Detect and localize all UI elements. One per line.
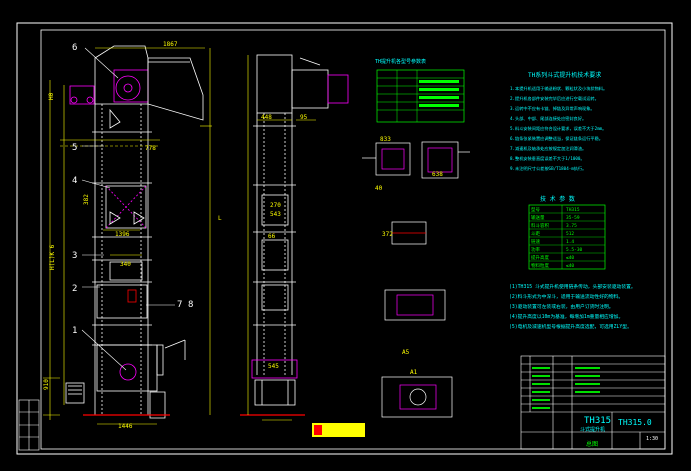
dim-66: 66 xyxy=(268,233,276,240)
logo-mark xyxy=(314,425,322,435)
dim-40: 40 xyxy=(375,185,383,192)
spec-r5-v: 5.5-30 xyxy=(566,247,583,253)
remark-2: (2)料斗形式为中深斗，适用于输送流动性好的物料。 xyxy=(509,293,623,300)
callout-7: 7 xyxy=(177,300,182,310)
dim-543: 543 xyxy=(270,211,281,218)
side-elevation xyxy=(240,54,349,416)
spec-r7-v: ≤40 xyxy=(566,263,574,269)
section-views xyxy=(362,141,470,418)
callout-8: 8 xyxy=(188,300,193,310)
spec-r6-v: ≤40 xyxy=(566,255,574,261)
dim-top-width: 1867 xyxy=(163,41,178,48)
note-5: 5.料斗安装间距应符合设计要求，误差不大于2mm。 xyxy=(510,125,606,132)
dim-382: 382 xyxy=(83,194,90,205)
drawing-number: TH315 xyxy=(584,416,611,426)
note-9: 9.未注明尺寸公差按GB/T1804-m执行。 xyxy=(510,165,586,172)
note-7: 7.减速机及轴承处应按规定加注润滑油。 xyxy=(510,145,586,152)
dim-95: 95 xyxy=(300,114,308,121)
param-table: TH提升机各型号参数表 xyxy=(375,58,465,123)
spec-title: 技 术 参 数 xyxy=(540,195,575,203)
note-6: 6.链条张紧装置应调整适当，保证链条运行平稳。 xyxy=(510,135,603,142)
side-dimensions xyxy=(247,55,316,421)
elevation-dimension-text: 1867 H0 778 1396 340 382 1446 910 H(L)K … xyxy=(43,41,222,430)
callout-5: 5 xyxy=(72,143,77,153)
remark-5: (5)电机及减速机型号根据提升高度选配，可选用ZLY型。 xyxy=(509,323,632,330)
title-block-text: TH315 斗式提升机 TH315.0 1:30 总图 xyxy=(580,416,658,448)
front-elevation xyxy=(65,45,204,419)
spec-r4-k: 链速 xyxy=(531,238,540,245)
spec-r0-k: 型号 xyxy=(531,206,540,213)
spec-r6-k: 提升高度 xyxy=(531,254,549,261)
dim-270: 270 xyxy=(270,202,281,209)
spec-r2-k: 料斗容积 xyxy=(531,222,549,229)
dim-448: 448 xyxy=(261,114,272,121)
callout-2: 2 xyxy=(72,284,77,294)
remarks: (1)TH315 斗式提升机使用链条传动，头部安装驱动装置。 (2)料斗形式为中… xyxy=(509,283,636,330)
dim-910: 910 xyxy=(43,379,50,390)
spec-r7-k: 物料粒度 xyxy=(531,262,549,269)
drawing-stamp: 总图 xyxy=(586,440,598,448)
dim-372: 372 xyxy=(382,231,393,238)
remark-4: (4)提升高度以10m为基准，每增加1m重量相应增加。 xyxy=(509,313,623,320)
dim-638: 638 xyxy=(432,171,443,178)
inner-frame xyxy=(40,29,666,450)
dim-340: 340 xyxy=(120,261,131,268)
spec-r3-k: 斗距 xyxy=(531,231,540,237)
note-1: 1.本提升机适用于输送粉状、颗粒状及小块状物料。 xyxy=(510,85,607,92)
dim-h0: H0 xyxy=(48,92,55,100)
spec-r1-k: 输送量 xyxy=(531,214,545,221)
callout-1: 1 xyxy=(72,326,77,336)
dim-1446: 1446 xyxy=(118,423,133,430)
note-2: 2.提升机各部件安装完毕后应进行空载试运转。 xyxy=(510,95,599,102)
section-dims-text: 833 638 40 372 A1 A5 xyxy=(375,136,443,376)
spec-r3-v: 512 xyxy=(566,231,574,237)
dim-a1: A1 xyxy=(410,369,418,376)
drawing-name: 斗式提升机 xyxy=(580,426,605,433)
dim-545: 545 xyxy=(268,363,279,370)
dim-833: 833 xyxy=(380,136,391,143)
callout-3: 3 xyxy=(72,251,77,261)
note-8: 8.整机安装垂直度误差不大于1/1000。 xyxy=(510,155,585,162)
technical-notes: TH系列斗式提升机技术要求 1.本提升机适用于输送粉状、颗粒状及小块状物料。 2… xyxy=(510,71,607,172)
spec-table: 技 术 参 数 型号 TH315 输送量 35-59 料斗容积 3.75 斗距 … xyxy=(528,195,606,270)
drawing-code: TH315.0 xyxy=(618,418,652,427)
notes-title: TH系列斗式提升机技术要求 xyxy=(528,71,601,79)
callouts: 6 5 4 3 2 1 7 8 xyxy=(72,43,193,371)
callout-4: 4 xyxy=(72,176,77,186)
dim-a5: A5 xyxy=(402,349,410,356)
callout-6: 6 xyxy=(72,43,77,53)
dim-1396: 1396 xyxy=(115,231,130,238)
note-4: 4.头部、中部、尾部连接处应密封良好。 xyxy=(510,115,586,122)
logo-stamp xyxy=(312,423,365,437)
spec-r2-v: 3.75 xyxy=(566,223,577,229)
dim-hlk: H(L)K 6 xyxy=(49,244,56,270)
dim-778: 778 xyxy=(145,145,156,152)
left-title-strip xyxy=(18,399,40,451)
drawing-scale: 1:30 xyxy=(646,436,658,442)
spec-r4-v: 1.4 xyxy=(566,239,574,245)
spec-r0-v: TH315 xyxy=(566,207,580,213)
spec-r5-k: 功率 xyxy=(531,246,540,253)
param-table-title: TH提升机各型号参数表 xyxy=(375,58,426,65)
remark-3: (3)驱动装置可左装或右装，由用户订货时注明。 xyxy=(509,303,614,310)
remark-1: (1)TH315 斗式提升机使用链条传动，头部安装驱动装置。 xyxy=(509,283,636,290)
note-3: 3.运转中不应有卡链、掉链及异常声响现象。 xyxy=(510,105,595,112)
elevation-dimensions xyxy=(43,47,212,425)
title-block xyxy=(520,355,666,450)
outer-frame xyxy=(16,22,673,455)
side-dimension-text: 448 95 270 543 66 545 xyxy=(261,114,308,370)
spec-r1-v: 35-59 xyxy=(566,215,580,221)
dim-L: L xyxy=(218,215,222,222)
